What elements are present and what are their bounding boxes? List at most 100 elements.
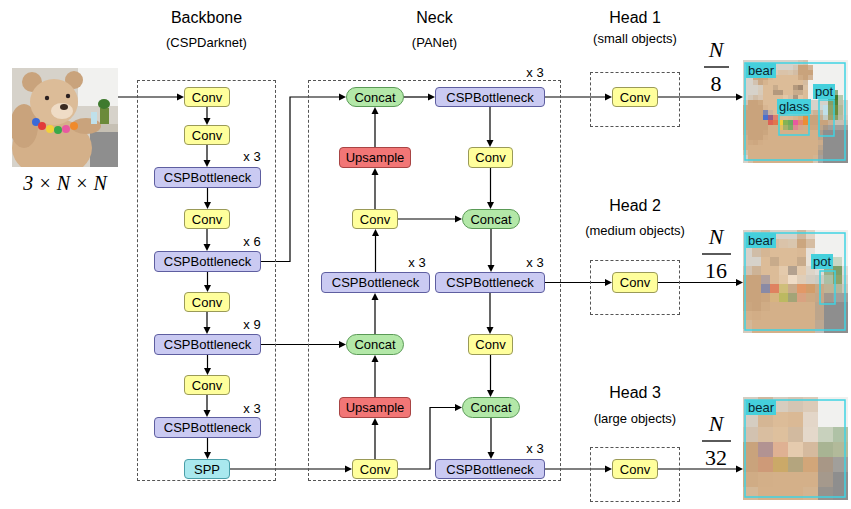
pixel (758, 115, 763, 120)
pixel (788, 85, 793, 90)
connector-line (490, 168, 491, 202)
pixel (753, 95, 758, 100)
arrowhead (487, 202, 494, 209)
pixel (833, 257, 842, 266)
photo-shape (98, 99, 110, 109)
box-label: Conv (192, 128, 222, 143)
pixel (818, 472, 833, 487)
pixel (803, 145, 808, 150)
pixel (798, 150, 803, 155)
bounding-box (819, 100, 834, 136)
pixel (833, 140, 838, 145)
connector-line (206, 145, 207, 160)
pixel (773, 487, 788, 500)
repeat-count: x 3 (525, 441, 544, 456)
arrow-connector (204, 272, 211, 292)
pixel (788, 293, 797, 302)
arrowhead (372, 168, 379, 175)
fraction-numerator: N (709, 38, 724, 62)
pixel (783, 75, 788, 80)
pixel (752, 257, 761, 266)
pixel (761, 275, 770, 284)
pixel (797, 293, 806, 302)
pixel (758, 85, 763, 90)
pixel (788, 125, 793, 130)
pixel (803, 70, 808, 75)
pixel (758, 150, 763, 155)
pixel (773, 135, 778, 140)
csp-bottleneck-box: CSPBottleneck (154, 251, 261, 272)
pixelated-output (743, 397, 848, 500)
detection-label: bear (746, 63, 776, 78)
pixel (808, 145, 813, 150)
pixel (806, 311, 815, 320)
pixel (793, 90, 798, 95)
pixel (779, 302, 788, 311)
arrow-connector (488, 418, 495, 459)
pixel (806, 302, 815, 311)
pixel (753, 130, 758, 135)
pixel (828, 105, 833, 110)
pixel (763, 135, 768, 140)
conv-box: Conv (612, 272, 658, 293)
pixel (838, 140, 843, 145)
arrow-connector (204, 312, 211, 334)
pixel (788, 472, 803, 487)
fraction-numerator: N (709, 225, 724, 249)
pixel (793, 75, 798, 80)
pixel (779, 284, 788, 293)
pixel (838, 115, 843, 120)
pixel (798, 75, 803, 80)
pixel (783, 120, 788, 125)
pixel (773, 442, 788, 457)
pixel (788, 65, 793, 70)
pixel (788, 90, 793, 95)
pixel (797, 257, 806, 266)
pixel (838, 95, 843, 100)
pixel (768, 95, 773, 100)
pixel (753, 140, 758, 145)
pixel (788, 230, 797, 239)
pixel (797, 248, 806, 257)
pixel (788, 311, 797, 320)
arrow-connector (372, 107, 379, 147)
pixel (783, 145, 788, 150)
upsample-box: Upsample (339, 147, 411, 168)
pixel (788, 80, 793, 85)
pixel (788, 284, 797, 293)
pixel (813, 120, 818, 125)
arrow-connector (658, 466, 743, 473)
output-image: bearpot (743, 230, 848, 333)
pixel (824, 230, 833, 239)
group-subtitle: (large objects) (594, 411, 676, 427)
pixel (823, 75, 828, 80)
pixel (758, 487, 773, 500)
connector-line (374, 300, 375, 334)
arrowhead (204, 452, 211, 459)
pixel (778, 80, 783, 85)
pixel (773, 457, 788, 472)
box-label: Concat (470, 212, 511, 227)
pixel (788, 120, 793, 125)
dashed-group: Head 2(medium objects)Conv (590, 260, 680, 315)
connector-line (374, 362, 375, 397)
pixel (803, 125, 808, 130)
arrow-connector (204, 145, 211, 167)
box-label: SPP (194, 462, 220, 477)
pixel (823, 150, 828, 155)
pixel (808, 150, 813, 155)
pixel (838, 130, 843, 135)
pixel (828, 115, 833, 120)
photo-shape (38, 122, 46, 130)
pixel (806, 320, 815, 329)
arrow-connector (372, 355, 379, 397)
pixel (768, 85, 773, 90)
pixel (758, 105, 763, 110)
pixel (770, 248, 779, 257)
connector-line (404, 96, 428, 97)
arrow-connector (487, 168, 494, 209)
pixel (778, 70, 783, 75)
pixel (758, 125, 763, 130)
photo-shape (78, 68, 118, 106)
pixel (748, 125, 753, 130)
